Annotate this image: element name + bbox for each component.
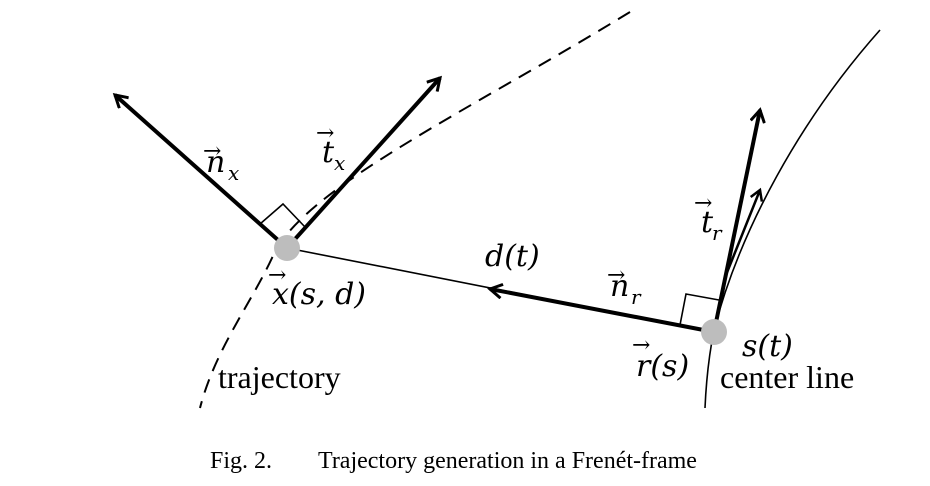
label-t-x: t x → xyxy=(316,121,345,175)
normal-vector-x xyxy=(115,95,289,250)
center-line-tangent-arrow xyxy=(724,190,760,276)
point-r xyxy=(701,319,727,345)
label-x-sd: x(s, d) → xyxy=(268,263,366,312)
label-n-x-sub: x xyxy=(228,161,239,185)
tangent-vector-x xyxy=(285,78,440,250)
label-t-x-base: t xyxy=(322,135,335,170)
trajectory-curve xyxy=(199,11,631,409)
normal-vector-r xyxy=(490,289,715,334)
svg-text:→: → xyxy=(607,263,625,288)
label-d-t: d(t) xyxy=(485,239,540,274)
label-center-line: center line xyxy=(720,359,854,395)
label-t-r: t r → xyxy=(694,191,723,245)
label-t-r-sub: r xyxy=(712,221,723,245)
svg-text:→: → xyxy=(268,263,286,288)
label-n-r: n r → xyxy=(607,263,642,309)
caption-text: Trajectory generation in a Frenét-frame xyxy=(318,448,697,474)
label-n-r-sub: r xyxy=(631,285,642,309)
label-n-x: n x → xyxy=(203,139,239,185)
right-angle-marker-x xyxy=(259,202,306,228)
label-t-x-sub: x xyxy=(334,151,345,175)
label-n-x-base: n xyxy=(206,145,225,180)
label-t-r-base: t xyxy=(701,205,714,240)
caption-fig-number: Fig. 2. xyxy=(210,448,272,474)
label-r-s: r(s) → xyxy=(632,333,689,384)
svg-text:→: → xyxy=(203,139,221,164)
label-r-s-text: r(s) xyxy=(636,349,689,384)
svg-text:→: → xyxy=(316,121,334,146)
label-x-sd-text: x(s, d) xyxy=(272,277,366,312)
point-x xyxy=(274,235,300,261)
figure-caption: Fig. 2. Trajectory generation in a Frené… xyxy=(210,448,697,474)
svg-text:→: → xyxy=(694,191,712,216)
tangent-vector-r xyxy=(712,110,760,333)
svg-text:→: → xyxy=(632,333,650,358)
center-line-curve xyxy=(704,29,881,409)
right-angle-marker-r xyxy=(679,293,720,326)
label-n-r-base: n xyxy=(610,269,629,304)
label-s-t: s(t) xyxy=(742,329,793,364)
label-trajectory: trajectory xyxy=(218,359,341,395)
